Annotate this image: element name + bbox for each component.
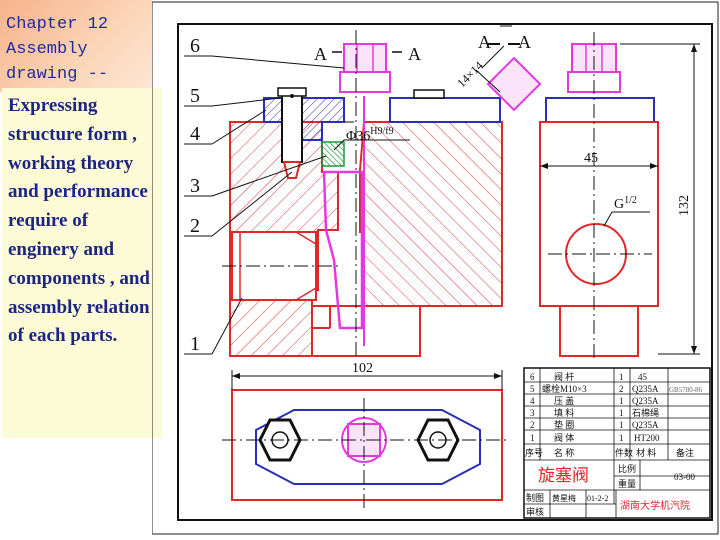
row-6-num: 6 (530, 372, 535, 382)
slide-title: Chapter 12 Assembly drawing -- (6, 15, 109, 84)
row-3-num: 3 (530, 408, 535, 418)
row-4-num: 4 (530, 396, 535, 406)
row-5-note: GB5780-86 (669, 386, 703, 394)
row-3-material: 石棉绳 (632, 407, 659, 418)
section-a-a-view (475, 25, 542, 112)
row-3-qty: 1 (619, 408, 624, 418)
row-4-qty: 1 (619, 396, 624, 406)
header-qty: 件数 (615, 447, 633, 458)
row-1-material: HT200 (634, 433, 660, 443)
header-num: 序号 (525, 447, 543, 458)
description-text: Expressing structure form , working theo… (8, 95, 150, 347)
square-section (486, 56, 542, 112)
row-2-qty: 1 (619, 420, 624, 430)
organization: 湖南大学机汽院 (620, 499, 690, 512)
row-5-name: 螺栓M10×3 (542, 383, 587, 394)
description-box: Expressing structure form , working theo… (2, 88, 162, 438)
drawn-date: 01-2-2 (587, 494, 608, 503)
part-label-4: 4 (190, 123, 200, 145)
slide-title-box: Chapter 12 Assembly drawing -- (0, 0, 152, 92)
row-6-name: 阀 杆 (554, 371, 574, 382)
bolt-5 (281, 91, 303, 163)
section-label-a4: A (518, 32, 531, 52)
section-label-a2: A (408, 44, 421, 64)
side-view (539, 32, 700, 362)
drawn-by: 黄星梅 (552, 493, 576, 503)
row-4-name: 压 盖 (554, 395, 574, 406)
row-4-material: Q235A (632, 396, 659, 406)
packing-3 (321, 141, 345, 167)
section-label-a1: A (314, 44, 327, 64)
header-name: 名 称 (554, 447, 574, 458)
assembly-drawing: 6 5 4 3 2 1 A A A A Φ36H9/f9 14×14 G1/2 … (152, 1, 719, 535)
taper-plug (322, 170, 364, 330)
drawn-label: 制图 (526, 492, 544, 503)
section-label-a3: A (478, 32, 491, 52)
part-leaders (184, 55, 410, 355)
part-label-1: 1 (190, 333, 200, 355)
part-label-6: 6 (190, 35, 200, 57)
weight-label: 重量 (618, 478, 636, 489)
part-label-5: 5 (190, 85, 200, 107)
row-5-qty: 2 (619, 384, 624, 394)
checked-label: 审核 (526, 506, 544, 517)
fit-tolerance: H9/f9 (370, 126, 393, 137)
dim-45: 45 (584, 151, 598, 166)
front-view (222, 30, 503, 360)
part-label-2: 2 (190, 215, 200, 237)
dim-102: 102 (352, 361, 373, 376)
row-1-num: 1 (530, 433, 535, 443)
top-view (222, 370, 510, 508)
scale-label: 比例 (618, 463, 636, 474)
drawing-number: 03-00 (674, 472, 695, 482)
assembly-name: 旋塞阀 (538, 466, 589, 485)
row-2-material: Q235A (632, 420, 659, 430)
part-label-3: 3 (190, 175, 200, 197)
row-5-material: Q235A (632, 384, 659, 394)
dim-132: 132 (677, 195, 692, 216)
row-1-name: 阀 体 (554, 432, 574, 443)
row-5-num: 5 (530, 384, 535, 394)
row-2-num: 2 (530, 420, 535, 430)
thread-label: G1/2 (614, 195, 637, 212)
top-body (231, 389, 503, 501)
fit-diameter: Φ36 (346, 129, 370, 144)
row-6-material: 45 (638, 372, 648, 382)
row-1-qty: 1 (619, 433, 624, 443)
header-note: 备注 (676, 447, 694, 458)
stem-top (343, 43, 387, 73)
frame-inner (177, 23, 713, 521)
fit-label: Φ36H9/f9 (346, 126, 394, 144)
body-section-right (359, 121, 503, 307)
flange-outline (255, 409, 481, 485)
row-3-name: 填 料 (554, 407, 574, 418)
side-body (539, 121, 659, 307)
body-section-bottom (311, 305, 421, 357)
row-2-name: 垫 圈 (554, 419, 574, 430)
frame-outer (152, 1, 719, 535)
title-block: 6 阀 杆 1 45 5 螺栓M10×3 2 Q235A GB5780-86 4… (523, 367, 711, 519)
header-material: 材 料 (636, 447, 656, 458)
row-6-qty: 1 (619, 372, 624, 382)
